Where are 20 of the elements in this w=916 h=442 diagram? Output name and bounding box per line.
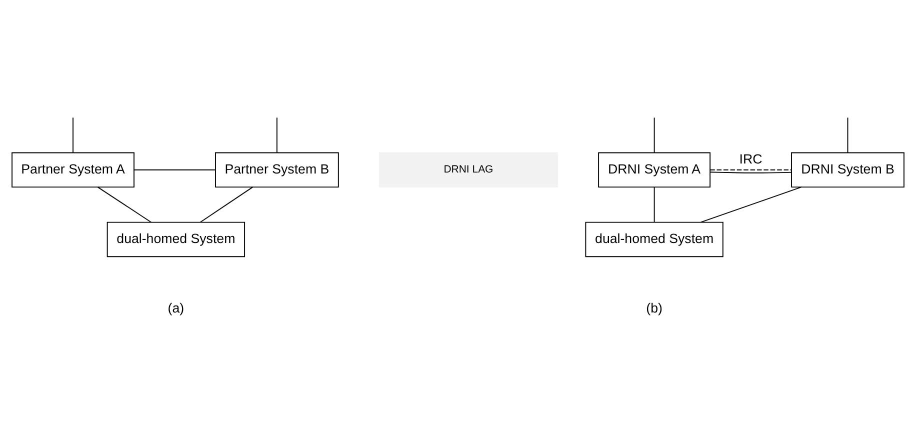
connector	[72, 116, 74, 153]
connector	[200, 186, 254, 222]
node-box: Partner System A	[12, 152, 134, 188]
connector	[134, 168, 216, 170]
connector	[97, 186, 152, 222]
connector	[847, 116, 848, 153]
node-box: dual-homed System	[106, 221, 246, 257]
label: (a)	[168, 300, 184, 316]
connector	[276, 116, 278, 153]
node-box: dual-homed System	[585, 221, 724, 257]
connector	[654, 116, 655, 153]
connector	[710, 168, 792, 170]
node-box: DRNI System B	[791, 152, 904, 188]
connector	[710, 171, 792, 173]
connector	[654, 186, 655, 222]
node-box: Partner System B	[215, 152, 339, 188]
node-box: DRNI System A	[598, 152, 711, 188]
connector	[700, 186, 802, 222]
label: (b)	[646, 300, 662, 316]
edge-label: IRC	[739, 150, 762, 166]
